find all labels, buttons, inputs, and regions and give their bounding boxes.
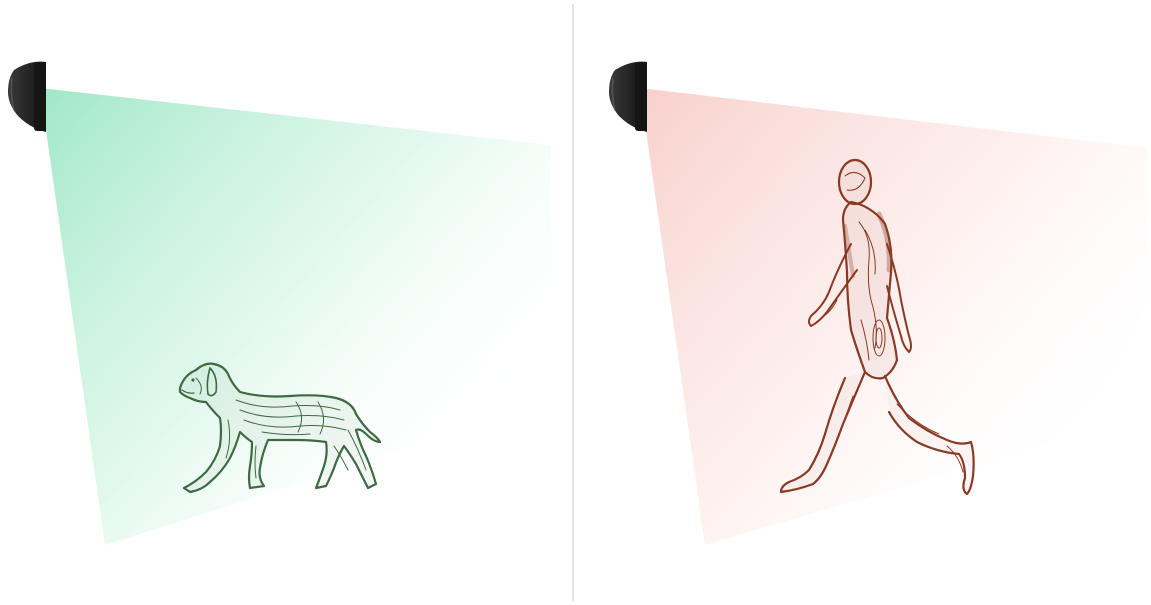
human-detection-illustration	[575, 0, 1151, 605]
detection-beam	[640, 88, 1147, 545]
panel-divider	[572, 4, 574, 601]
human-detection-panel	[575, 0, 1151, 605]
pet-detection-panel	[0, 0, 572, 605]
pet-detection-illustration	[0, 0, 572, 605]
motion-sensor-icon	[609, 62, 647, 132]
motion-sensor-icon	[8, 62, 46, 132]
detection-beam	[40, 88, 552, 545]
